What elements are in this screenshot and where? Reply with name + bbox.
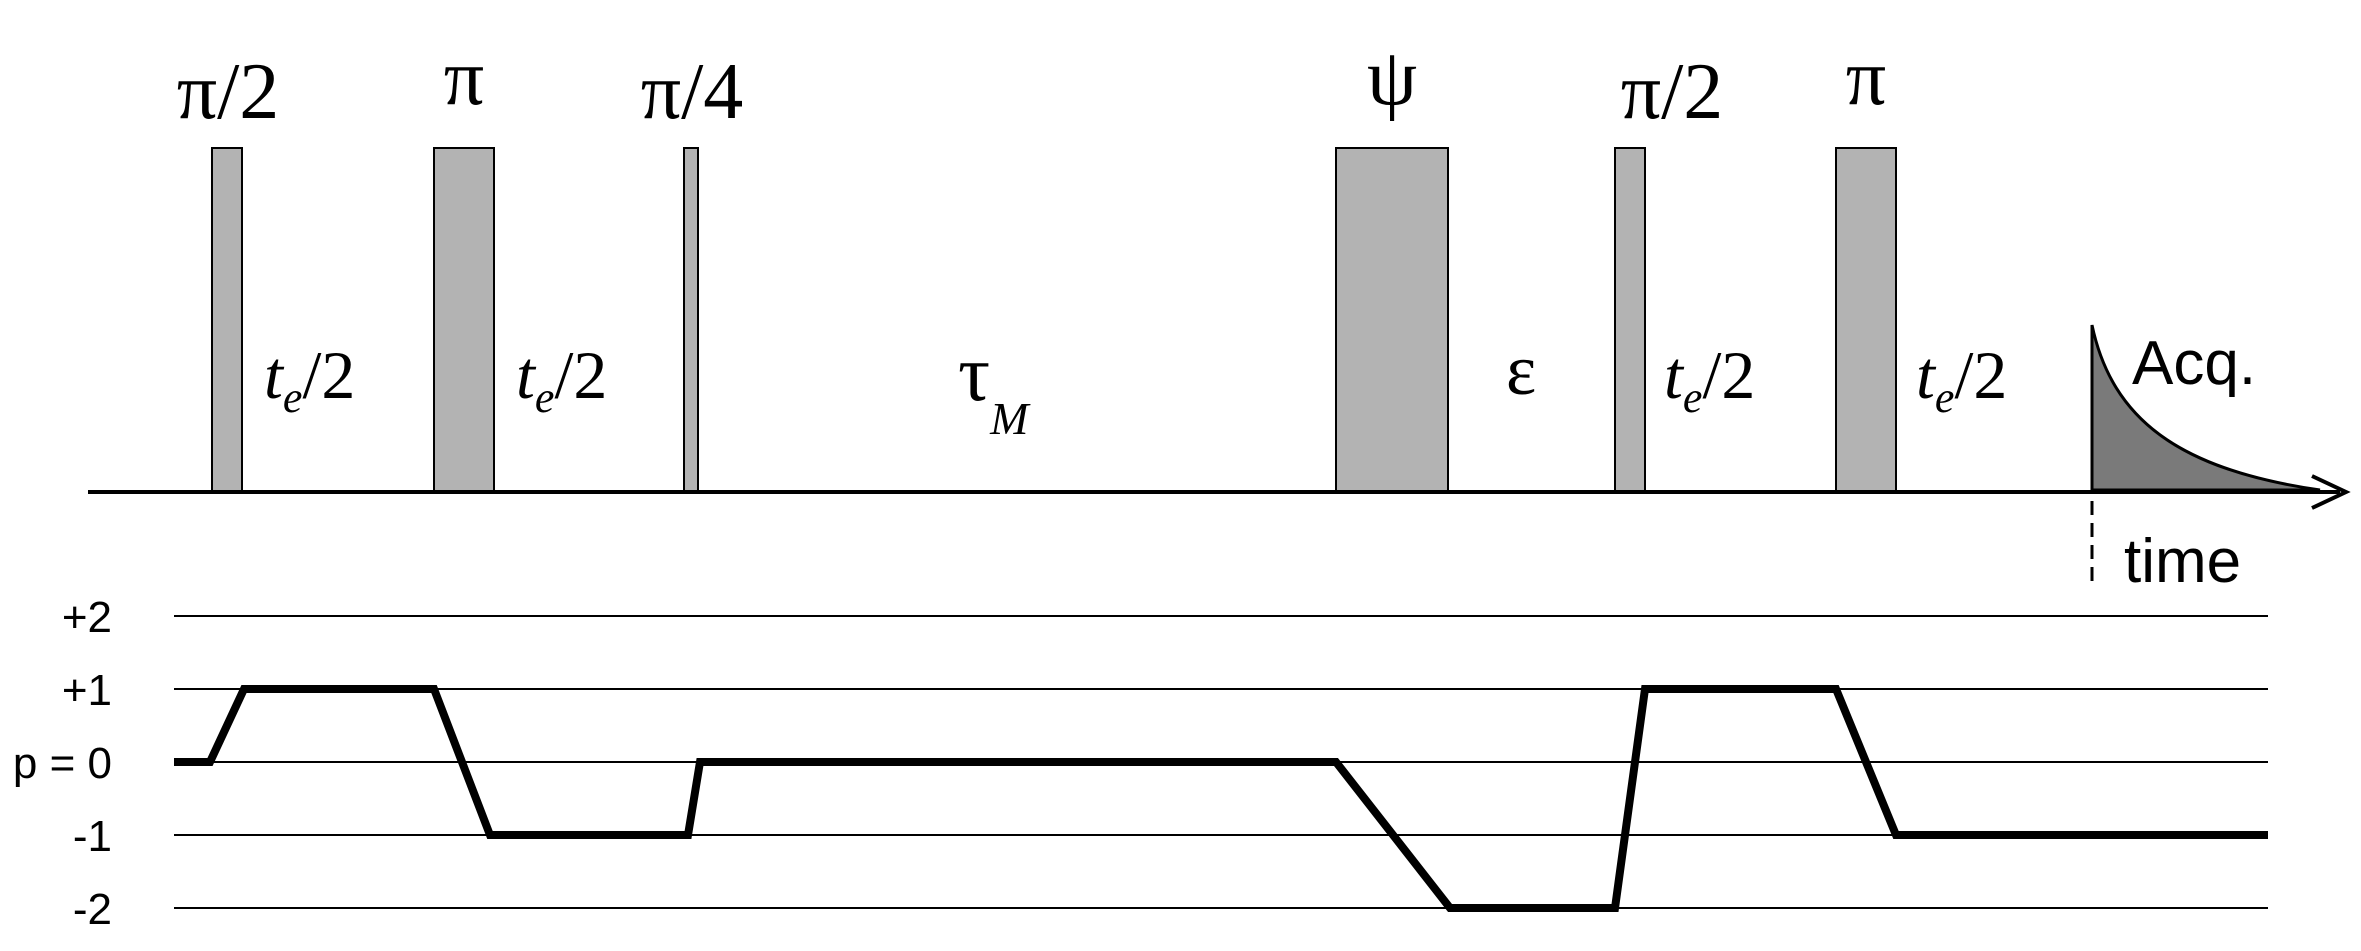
delay-3-label: τM (958, 330, 1031, 444)
coherence-level-label: p = 0 (13, 739, 112, 788)
time-axis: time (88, 474, 2351, 596)
delay-labels: te/2 te/2 τM ε te/2 te/2 (264, 330, 2007, 444)
pulse-5-block (1614, 147, 1646, 493)
fid-acquisition-signal (2090, 324, 2321, 492)
delay-4-label: ε (1506, 330, 1536, 410)
coherence-levels: +2 +1 p = 0 -1 -2 (13, 593, 2268, 934)
pulse-2-label: π (444, 34, 484, 122)
pulse-1-block (211, 147, 243, 493)
coherence-level-label: +2 (62, 593, 112, 642)
pulse-3-block (683, 147, 699, 493)
pulse-6-label: π (1846, 34, 1886, 122)
time-axis-arrowhead (2311, 474, 2351, 510)
rf-pulses (211, 147, 1897, 493)
delay-1-label: te/2 (264, 337, 355, 422)
time-axis-label: time (2124, 527, 2241, 596)
coherence-level-label: -1 (73, 812, 112, 861)
delay-2-label: te/2 (516, 337, 607, 422)
pulse-2-block (433, 147, 495, 493)
coherence-pathway (174, 685, 2268, 912)
coherence-level-label: +1 (62, 666, 112, 715)
pulse-4-block (1335, 147, 1449, 493)
acquisition-label: Acq. (2132, 329, 2256, 398)
delay-5-label: te/2 (1664, 337, 1755, 422)
pulse-3-label: π/4 (641, 48, 744, 136)
pulse-labels: π/2 π π/4 ψ π/2 π (177, 34, 1887, 136)
pulse-1-label: π/2 (177, 48, 280, 136)
coherence-level-label: -2 (73, 885, 112, 934)
delay-6-label: te/2 (1916, 337, 2007, 422)
pulse-6-block (1835, 147, 1897, 493)
pulse-4-label: ψ (1367, 34, 1417, 122)
pulse-5-label: π/2 (1621, 48, 1724, 136)
